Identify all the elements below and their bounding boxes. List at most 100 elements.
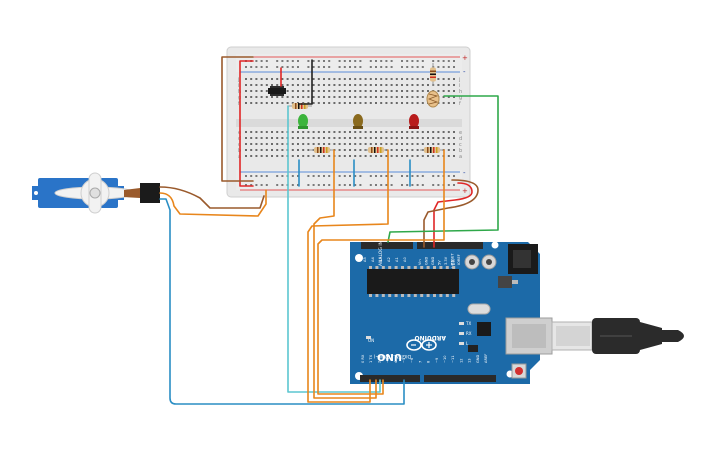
- breadboard-hole: [328, 60, 331, 62]
- board-model-label: UNO: [377, 351, 402, 362]
- breadboard-hole: [302, 131, 305, 133]
- wire-servo-ground: [159, 186, 265, 209]
- breadboard-hole: [421, 155, 424, 157]
- digital-pin-label: ~9: [435, 357, 439, 363]
- chip-leg: [420, 294, 424, 297]
- breadboard-hole: [255, 96, 258, 98]
- breadboard-hole: [427, 78, 429, 80]
- breadboard-hole: [406, 90, 409, 92]
- breadboard-hole: [385, 155, 388, 157]
- breadboard-hole: [385, 137, 388, 139]
- pushbutton[interactable]: [268, 86, 286, 96]
- breadboard-hole: [307, 155, 310, 157]
- breadboard-hole: [354, 96, 357, 98]
- usb-cable[interactable]: [551, 318, 684, 354]
- led-yellow[interactable]: [353, 114, 363, 129]
- breadboard-hole: [323, 155, 325, 157]
- breadboard-hole: [281, 143, 284, 145]
- breadboard-hole: [307, 184, 310, 186]
- wire-button-signal: [287, 105, 381, 393]
- breadboard-hole: [349, 131, 351, 133]
- breadboard-hole: [385, 175, 388, 177]
- breadboard-hole: [338, 66, 341, 68]
- breadboard-hole: [250, 102, 253, 104]
- resistor[interactable]: [288, 103, 312, 109]
- servo-motor[interactable]: [32, 172, 160, 214]
- breadboard-hole: [359, 131, 362, 133]
- breadboard-hole: [364, 143, 367, 145]
- power-pin-label: RESET: [451, 253, 455, 265]
- breadboard-hole: [375, 143, 377, 145]
- breadboard-hole: [286, 78, 289, 80]
- breadboard-hole: [333, 90, 336, 92]
- power-header[interactable]: [417, 242, 483, 249]
- resistor[interactable]: [364, 147, 388, 153]
- breadboard-hole: [312, 66, 315, 68]
- breadboard-hole: [281, 60, 284, 62]
- resistor-band: [323, 147, 325, 153]
- led-red[interactable]: [409, 114, 419, 129]
- breadboard-hole: [411, 131, 414, 133]
- analog-header[interactable]: [361, 242, 413, 249]
- digital-pin-label: ~11: [451, 355, 455, 363]
- breadboard-hole: [260, 143, 263, 145]
- breadboard-hole: [297, 60, 299, 62]
- digital-header-high[interactable]: [424, 375, 496, 382]
- breadboard-hole: [276, 131, 279, 133]
- breadboard-hole: [260, 96, 263, 98]
- chip-leg: [452, 294, 456, 297]
- breadboard-hole: [416, 84, 419, 86]
- breadboard-hole: [442, 131, 445, 133]
- breadboard-hole: [390, 155, 393, 157]
- breadboard-hole: [359, 184, 362, 186]
- breadboard-hole: [453, 143, 455, 145]
- power-pin-label: Vin: [418, 259, 422, 265]
- breadboard-hole: [437, 78, 440, 80]
- breadboard-hole: [447, 84, 450, 86]
- breadboard-hole: [297, 90, 299, 92]
- icsp-header[interactable]: [468, 345, 478, 352]
- breadboard-hole: [369, 155, 372, 157]
- resistor[interactable]: [310, 147, 334, 153]
- breadboard-hole: [343, 137, 346, 139]
- breadboard-hole: [271, 149, 273, 151]
- resistor[interactable]: [420, 147, 444, 153]
- breadboard-hole: [447, 78, 450, 80]
- breadboard-hole: [349, 84, 351, 86]
- breadboard-hole: [401, 175, 403, 177]
- breadboard-hole: [343, 102, 346, 104]
- breadboard-hole: [432, 60, 435, 62]
- breadboard-hole: [453, 84, 455, 86]
- breadboard-hole: [250, 131, 253, 133]
- onboard-led: [459, 322, 464, 325]
- breadboard-hole: [250, 143, 253, 145]
- breadboard-hole: [401, 184, 403, 186]
- led-green[interactable]: [298, 114, 308, 129]
- breadboard-hole: [328, 66, 331, 68]
- breadboard-hole: [338, 155, 341, 157]
- breadboard-hole: [401, 96, 403, 98]
- resistor-band: [427, 147, 429, 153]
- servo-connector[interactable]: [140, 183, 160, 203]
- breadboard-hole: [390, 149, 393, 151]
- breadboard-hole: [453, 149, 455, 151]
- onboard-led: [459, 332, 464, 335]
- breadboard-hole: [385, 66, 388, 68]
- photoresistor-icon[interactable]: [426, 90, 440, 108]
- rail-plus-top: +: [462, 54, 468, 62]
- breadboard-hole: [260, 66, 263, 68]
- chip-leg: [401, 266, 404, 269]
- breadboard-hole: [416, 131, 419, 133]
- breadboard-hole: [265, 131, 268, 133]
- resistor[interactable]: [430, 63, 436, 86]
- resistor-body: [368, 147, 384, 153]
- breadboard-hole: [271, 84, 273, 86]
- breadboard-hole: [250, 96, 253, 98]
- breadboard-hole: [276, 96, 279, 98]
- breadboard-hole: [276, 175, 279, 177]
- breadboard-hole: [307, 60, 310, 62]
- digital-header-low[interactable]: [360, 375, 420, 382]
- breadboard-hole: [265, 155, 268, 157]
